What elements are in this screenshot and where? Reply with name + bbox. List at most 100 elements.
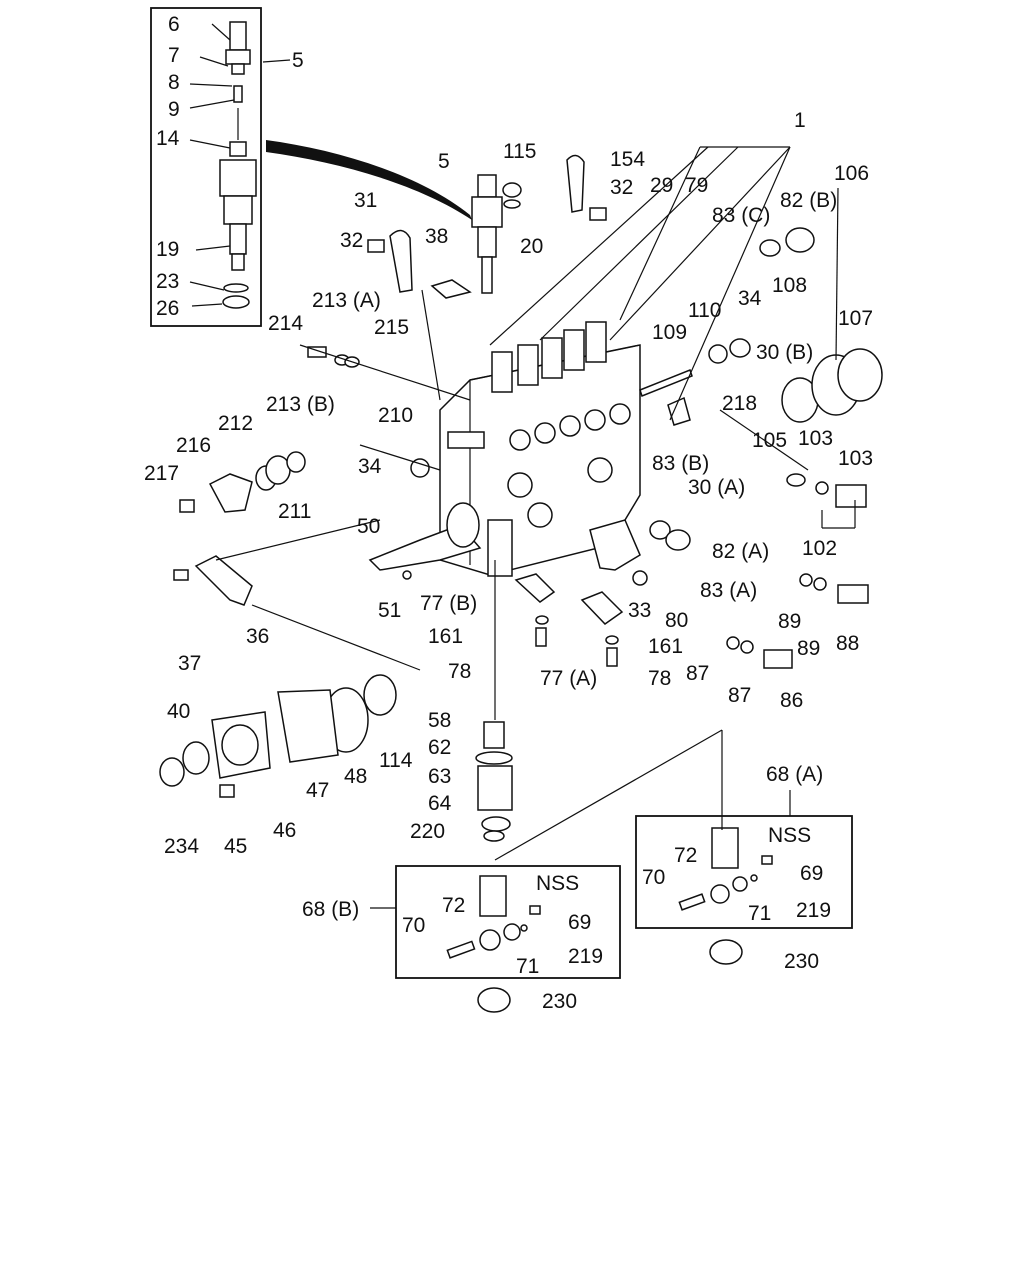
label-part-216: 216	[176, 434, 211, 457]
label-part-38: 38	[425, 225, 448, 248]
delivery-valve-detail-inset	[150, 7, 291, 327]
label-part-71-b: 71	[516, 955, 539, 978]
lower-left-components	[159, 674, 397, 798]
label-part-71-a: 71	[748, 902, 771, 925]
label-part-219-b: 219	[568, 945, 603, 968]
label-part-89-a: 89	[778, 610, 801, 633]
label-part-32-left: 32	[340, 229, 363, 252]
label-part-230-b: 230	[542, 990, 577, 1013]
label-part-82a: 82 (A)	[712, 540, 769, 563]
label-part-217: 217	[144, 462, 179, 485]
label-part-46: 46	[273, 819, 296, 842]
label-part-106: 106	[834, 162, 869, 185]
label-part-212: 212	[218, 412, 253, 435]
label-part-68b: 68 (B)	[302, 898, 359, 921]
label-part-105: 105	[752, 429, 787, 452]
label-part-87-a: 87	[686, 662, 709, 685]
label-part-29: 29	[650, 174, 673, 197]
right-lower-components	[514, 519, 869, 669]
label-part-161-right: 161	[648, 635, 683, 658]
label-part-108: 108	[772, 274, 807, 297]
label-part-58: 58	[428, 709, 451, 732]
callout-labels: 1 5 5 6 7 8 9 14 19 23 26 20 115 154 29 …	[144, 13, 873, 1013]
label-part-78-right: 78	[648, 667, 671, 690]
label-part-220: 220	[410, 820, 445, 843]
label-part-107: 107	[838, 307, 873, 330]
label-part-9: 9	[168, 98, 180, 121]
label-nss-a: NSS	[768, 824, 811, 847]
leader-lines	[215, 146, 856, 861]
label-part-70-a: 70	[642, 866, 665, 889]
label-part-5: 5	[438, 150, 450, 173]
label-part-161-left: 161	[428, 625, 463, 648]
roller-tappet-assembly-a	[635, 790, 853, 965]
label-part-213b: 213 (B)	[266, 393, 335, 416]
label-part-87-b: 87	[728, 684, 751, 707]
label-part-83b: 83 (B)	[652, 452, 709, 475]
label-part-5-inset: 5	[292, 49, 304, 72]
label-part-83a: 83 (A)	[700, 579, 757, 602]
label-part-78-left: 78	[448, 660, 471, 683]
label-part-110: 110	[688, 299, 721, 322]
label-part-88: 88	[836, 632, 859, 655]
label-part-62: 62	[428, 736, 451, 759]
label-part-45: 45	[224, 835, 247, 858]
label-part-218: 218	[722, 392, 757, 415]
label-part-103-a: 103	[798, 427, 833, 450]
label-part-48: 48	[344, 765, 367, 788]
label-part-69-a: 69	[800, 862, 823, 885]
label-part-1: 1	[794, 109, 806, 132]
inset-pointer-arrow	[266, 140, 472, 220]
label-part-37: 37	[178, 652, 201, 675]
label-part-6: 6	[168, 13, 180, 36]
label-part-19: 19	[156, 238, 179, 261]
label-part-80: 80	[665, 609, 688, 632]
label-part-83c: 83 (C)	[712, 204, 770, 227]
label-part-68a: 68 (A)	[766, 763, 823, 786]
label-part-50: 50	[357, 515, 380, 538]
label-part-114: 114	[379, 749, 413, 772]
label-part-77a: 77 (A)	[540, 667, 597, 690]
label-part-72-b: 72	[442, 894, 465, 917]
label-part-82b: 82 (B)	[780, 189, 837, 212]
roller-tappet-assembly-b	[370, 865, 621, 1013]
label-part-219-a: 219	[796, 899, 831, 922]
label-part-210: 210	[378, 404, 413, 427]
label-part-234: 234	[164, 835, 199, 858]
label-part-115: 115	[503, 140, 536, 163]
label-part-77b: 77 (B)	[420, 592, 477, 615]
label-part-86: 86	[780, 689, 803, 712]
label-part-23: 23	[156, 270, 179, 293]
label-part-213a: 213 (A)	[312, 289, 381, 312]
label-part-103-b: 103	[838, 447, 873, 470]
tappet-stack	[475, 560, 513, 842]
label-part-34-top: 34	[738, 287, 762, 310]
label-part-31: 31	[354, 189, 377, 212]
label-part-30a: 30 (A)	[688, 476, 745, 499]
label-part-72-a: 72	[674, 844, 697, 867]
label-part-69-b: 69	[568, 911, 591, 934]
label-part-154: 154	[610, 148, 645, 171]
label-part-47: 47	[306, 779, 329, 802]
label-part-30b: 30 (B)	[756, 341, 813, 364]
label-part-32-right: 32	[610, 176, 633, 199]
label-nss-b: NSS	[536, 872, 579, 895]
label-part-211: 211	[278, 500, 311, 523]
label-part-40: 40	[167, 700, 190, 723]
label-part-64: 64	[428, 792, 452, 815]
label-part-26: 26	[156, 297, 179, 320]
label-part-14: 14	[156, 127, 180, 150]
label-part-36: 36	[246, 625, 269, 648]
label-part-215: 215	[374, 316, 409, 339]
label-part-230-a: 230	[784, 950, 819, 973]
label-part-33: 33	[628, 599, 651, 622]
label-part-51: 51	[378, 599, 401, 622]
label-part-79: 79	[685, 174, 708, 197]
label-part-109: 109	[652, 321, 687, 344]
label-part-20: 20	[520, 235, 543, 258]
label-part-34-mid: 34	[358, 455, 382, 478]
label-part-7: 7	[168, 44, 180, 67]
left-components	[173, 346, 485, 606]
label-part-102: 102	[802, 537, 837, 560]
